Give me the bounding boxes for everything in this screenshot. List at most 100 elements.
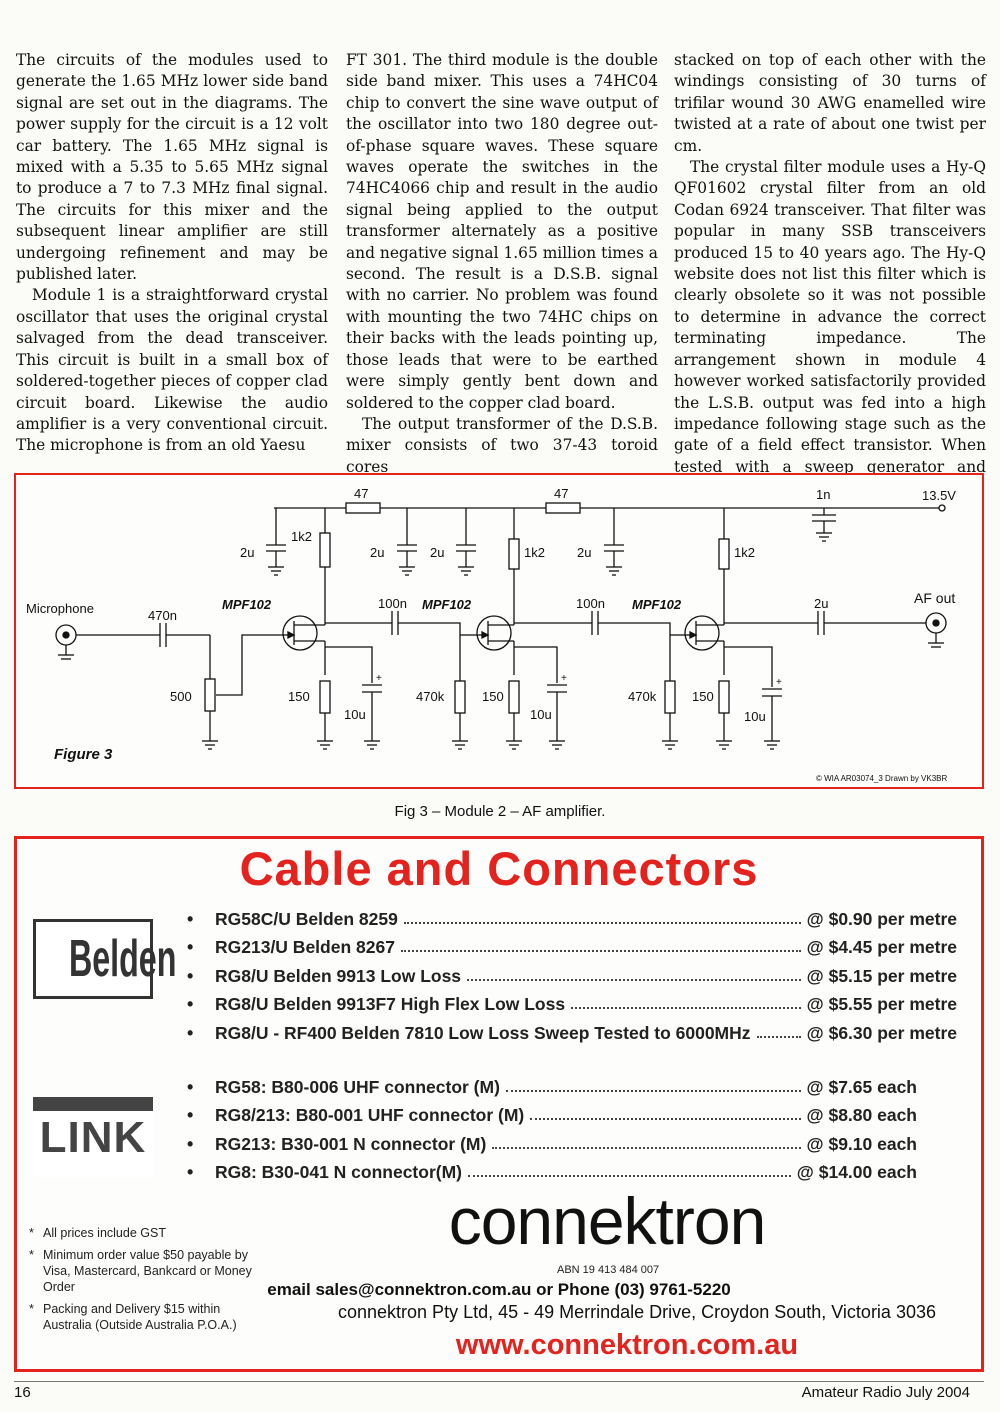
resistor-label: 47 xyxy=(354,486,368,501)
note-item: *Minimum order value $50 payable by Visa… xyxy=(29,1247,269,1295)
microphone-label: Microphone xyxy=(26,601,94,616)
resistor-label: 47 xyxy=(554,486,568,501)
potentiometer-label: 500 xyxy=(170,689,192,704)
transistor-label: MPF102 xyxy=(422,597,472,612)
note-text: All prices include GST xyxy=(43,1226,166,1240)
resistor-label: 1k2 xyxy=(291,529,312,544)
item-price: @ $9.10 each xyxy=(806,1133,917,1154)
bullet-icon: • xyxy=(187,1022,194,1043)
item-name: RG213: B30-001 N connector (M) xyxy=(215,1133,487,1154)
capacitor-label: 10u xyxy=(530,707,552,722)
footer-divider xyxy=(14,1381,984,1382)
note-text: Packing and Delivery $15 within Australi… xyxy=(43,1302,237,1332)
list-item: • RG8/U Belden 9913F7 High Flex Low Loss @… xyxy=(187,987,957,1016)
resistor-label: 150 xyxy=(288,689,310,704)
capacitor-label: 100n xyxy=(576,596,605,611)
item-price: @ $7.65 each xyxy=(806,1076,917,1097)
list-item: • RG8/U Belden 9913 Low Loss @ $5.15 per m… xyxy=(187,958,957,987)
paragraph: The circuits of the modules used to gene… xyxy=(16,51,328,284)
schematic-diagram: 13.5V 47 47 1n 2u 2u 2u 2u 1k2 1k xyxy=(26,486,956,783)
figure-label: Figure 3 xyxy=(54,746,113,763)
paragraph: stacked on top of each other with the wi… xyxy=(674,51,986,155)
list-item: • RG8/213: B80-001 UHF connector (M) @ $8.… xyxy=(187,1098,917,1127)
schematic-figure: 13.5V 47 47 1n 2u 2u 2u 2u 1k2 1k xyxy=(14,473,984,789)
ad-title: Cable and Connectors xyxy=(239,842,759,895)
figure-caption: Fig 3 – Module 2 – AF amplifier. xyxy=(394,803,606,820)
item-name: RG8/U - RF400 Belden 7810 Low Loss Sweep… xyxy=(215,1022,751,1043)
capacitor-label: 2u xyxy=(240,545,254,560)
resistor-label: 470k xyxy=(628,689,657,704)
capacitor-label: 100n xyxy=(378,596,407,611)
bullet-icon: • xyxy=(187,994,194,1015)
abn-text: ABN 19 413 484 007 xyxy=(557,1264,660,1276)
svg-text:+: + xyxy=(376,673,382,684)
supply-voltage-label: 13.5V xyxy=(922,488,956,503)
list-item: • RG213/U Belden 8267 @ $4.45 per metre xyxy=(187,930,957,959)
item-price: @ $14.00 each xyxy=(796,1162,917,1183)
note-item: *All prices include GST xyxy=(29,1226,166,1240)
item-name: RG8/U Belden 9913 Low Loss xyxy=(215,965,462,986)
capacitor-label: 2u xyxy=(577,545,591,560)
connector-price-list: • RG58: B80-006 UHF connector (M) @ $7.65 … xyxy=(187,1069,917,1183)
paragraph: The crystal filter module uses a Hy-Q QF… xyxy=(674,158,986,497)
resistor-label: 150 xyxy=(482,689,504,704)
list-item: • RG8: B30-041 N connector(M) @ $14.00 eac… xyxy=(187,1155,917,1184)
contact-line[interactable]: email sales@connektron.com.au or Phone (… xyxy=(267,1280,731,1299)
capacitor-label: 2u xyxy=(814,596,828,611)
bullet-icon: • xyxy=(187,1162,194,1183)
figure-credit: © WIA AR03074_3 Drawn by VK3BR xyxy=(816,774,948,783)
cable-price-list: •RG58C/U Belden 8259@ $0.90 per metre • R… xyxy=(187,901,957,1044)
item-price: @ $5.15 per metre xyxy=(806,965,957,986)
advertisement: Cable and Connectors Belden •RG58C/U Bel… xyxy=(14,836,984,1372)
bullet-icon: • xyxy=(187,965,194,986)
item-price: @ $5.55 per metre xyxy=(806,994,957,1015)
capacitor-label: 470n xyxy=(148,608,177,623)
item-price: @ $0.90 per metre xyxy=(806,908,957,929)
belden-logo-text: Belden xyxy=(68,930,177,988)
item-name: RG213/U Belden 8267 xyxy=(215,937,395,958)
svg-text:+: + xyxy=(776,677,782,688)
bullet-icon: • xyxy=(187,908,194,929)
article-column-2: FT 301. The third module is the double s… xyxy=(346,50,658,478)
ad-notes: *All prices include GST *Minimum order v… xyxy=(29,1225,269,1339)
list-item: • RG58: B80-006 UHF connector (M) @ $7.65 … xyxy=(187,1069,917,1098)
item-name: RG8/U Belden 9913F7 High Flex Low Loss xyxy=(215,994,566,1015)
article-column-1: The circuits of the modules used to gene… xyxy=(16,50,328,457)
resistor-label: 1k2 xyxy=(524,545,545,560)
bullet-icon: • xyxy=(187,1133,194,1154)
item-name: RG58: B80-006 UHF connector (M) xyxy=(215,1076,500,1097)
list-item: • RG213: B30-001 N connector (M) @ $9.10 e… xyxy=(187,1126,917,1155)
item-name: RG8/213: B80-001 UHF connector (M) xyxy=(215,1105,525,1126)
capacitor-label: 10u xyxy=(744,709,766,724)
page-number: 16 xyxy=(14,1384,31,1401)
svg-text:+: + xyxy=(561,673,567,684)
bullet-icon: • xyxy=(187,1105,194,1126)
bullet-icon: • xyxy=(187,937,194,958)
transistor-label: MPF102 xyxy=(632,597,682,612)
list-item: •RG58C/U Belden 8259@ $0.90 per metre xyxy=(187,901,957,930)
paragraph: FT 301. The third module is the double s… xyxy=(346,51,658,412)
article-column-3: stacked on top of each other with the wi… xyxy=(674,50,986,500)
bullet-icon: • xyxy=(187,1076,194,1097)
item-name: RG8: B30-041 N connector(M) xyxy=(215,1162,462,1183)
address-line: connektron Pty Ltd, 45 - 49 Merrindale D… xyxy=(338,1302,936,1322)
website-link[interactable]: www.connektron.com.au xyxy=(455,1329,799,1361)
capacitor-label: 2u xyxy=(370,545,384,560)
note-item: *Packing and Delivery $15 within Austral… xyxy=(29,1301,269,1333)
resistor-label: 150 xyxy=(692,689,714,704)
capacitor-label: 10u xyxy=(344,707,366,722)
paragraph: Module 1 is a straightforward crystal os… xyxy=(16,286,328,455)
resistor-label: 470k xyxy=(416,689,445,704)
capacitor-label: 1n xyxy=(816,487,830,502)
link-logo: LINK xyxy=(33,1097,153,1177)
item-price: @ $6.30 per metre xyxy=(806,1022,957,1043)
transistor-label: MPF102 xyxy=(222,597,272,612)
brand-logo: connektron xyxy=(448,1184,767,1258)
resistor-label: 1k2 xyxy=(734,545,755,560)
paragraph: The output transformer of the D.S.B. mix… xyxy=(346,414,658,476)
item-price: @ $8.80 each xyxy=(806,1105,917,1126)
item-price: @ $4.45 per metre xyxy=(806,937,957,958)
capacitor-label: 2u xyxy=(430,545,444,560)
belden-logo: Belden xyxy=(33,919,176,999)
af-out-label: AF out xyxy=(914,590,955,606)
